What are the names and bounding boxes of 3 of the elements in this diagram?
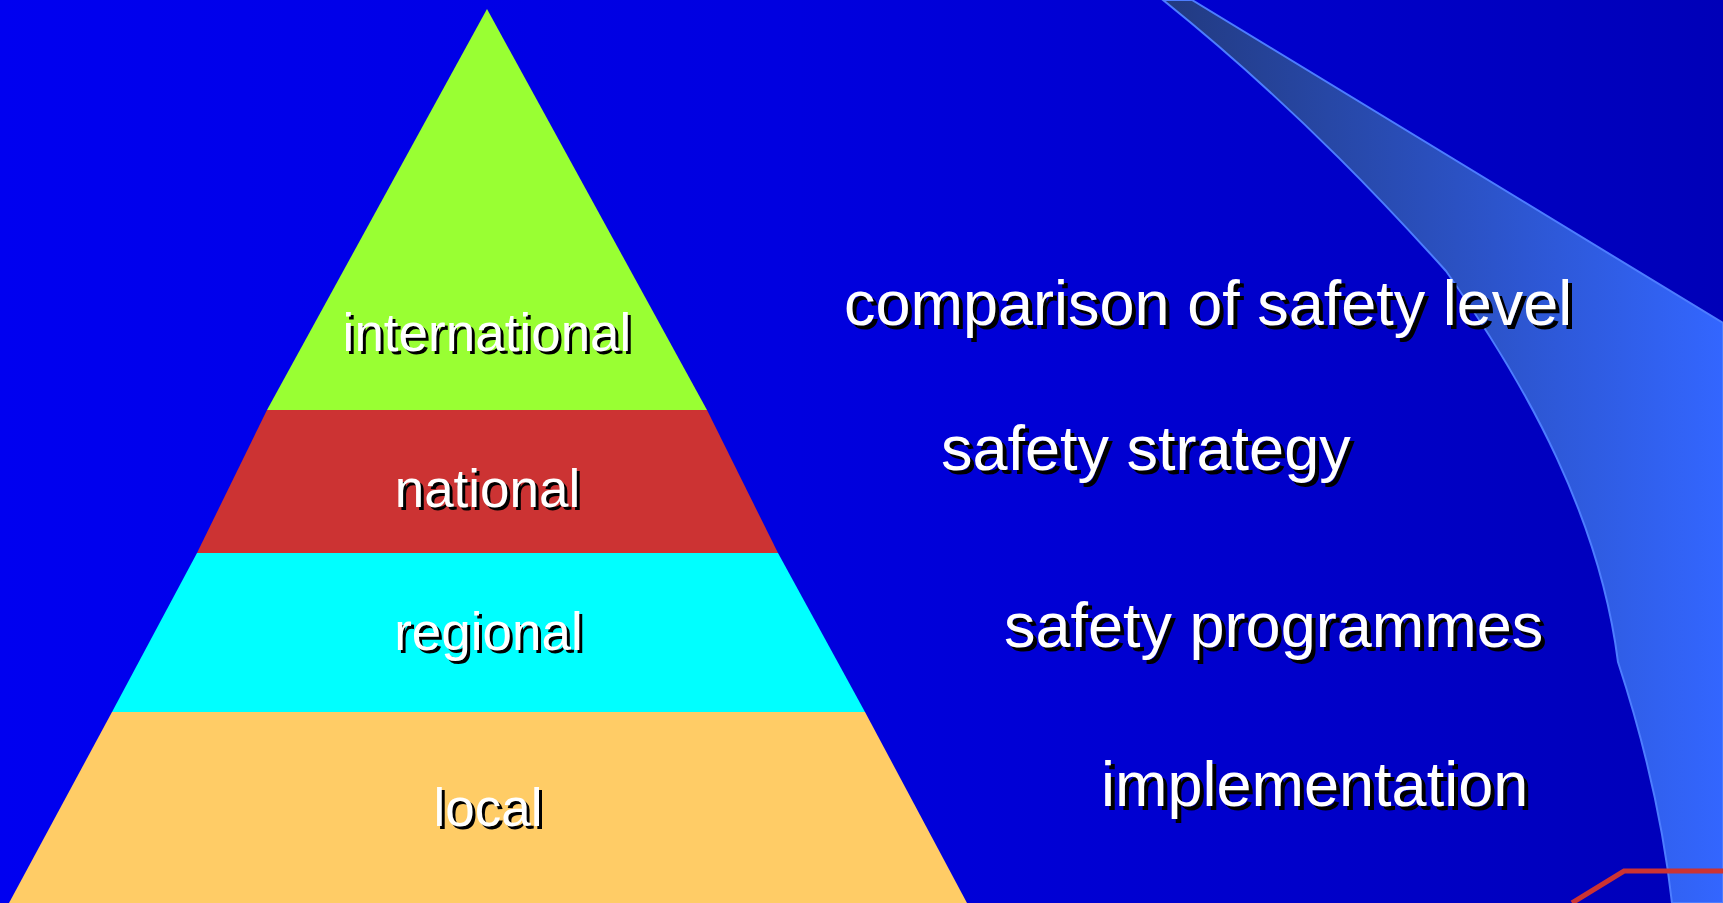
- tier-label: international: [341, 306, 633, 359]
- tier-label: national: [393, 462, 582, 515]
- tier-label: local: [432, 781, 544, 834]
